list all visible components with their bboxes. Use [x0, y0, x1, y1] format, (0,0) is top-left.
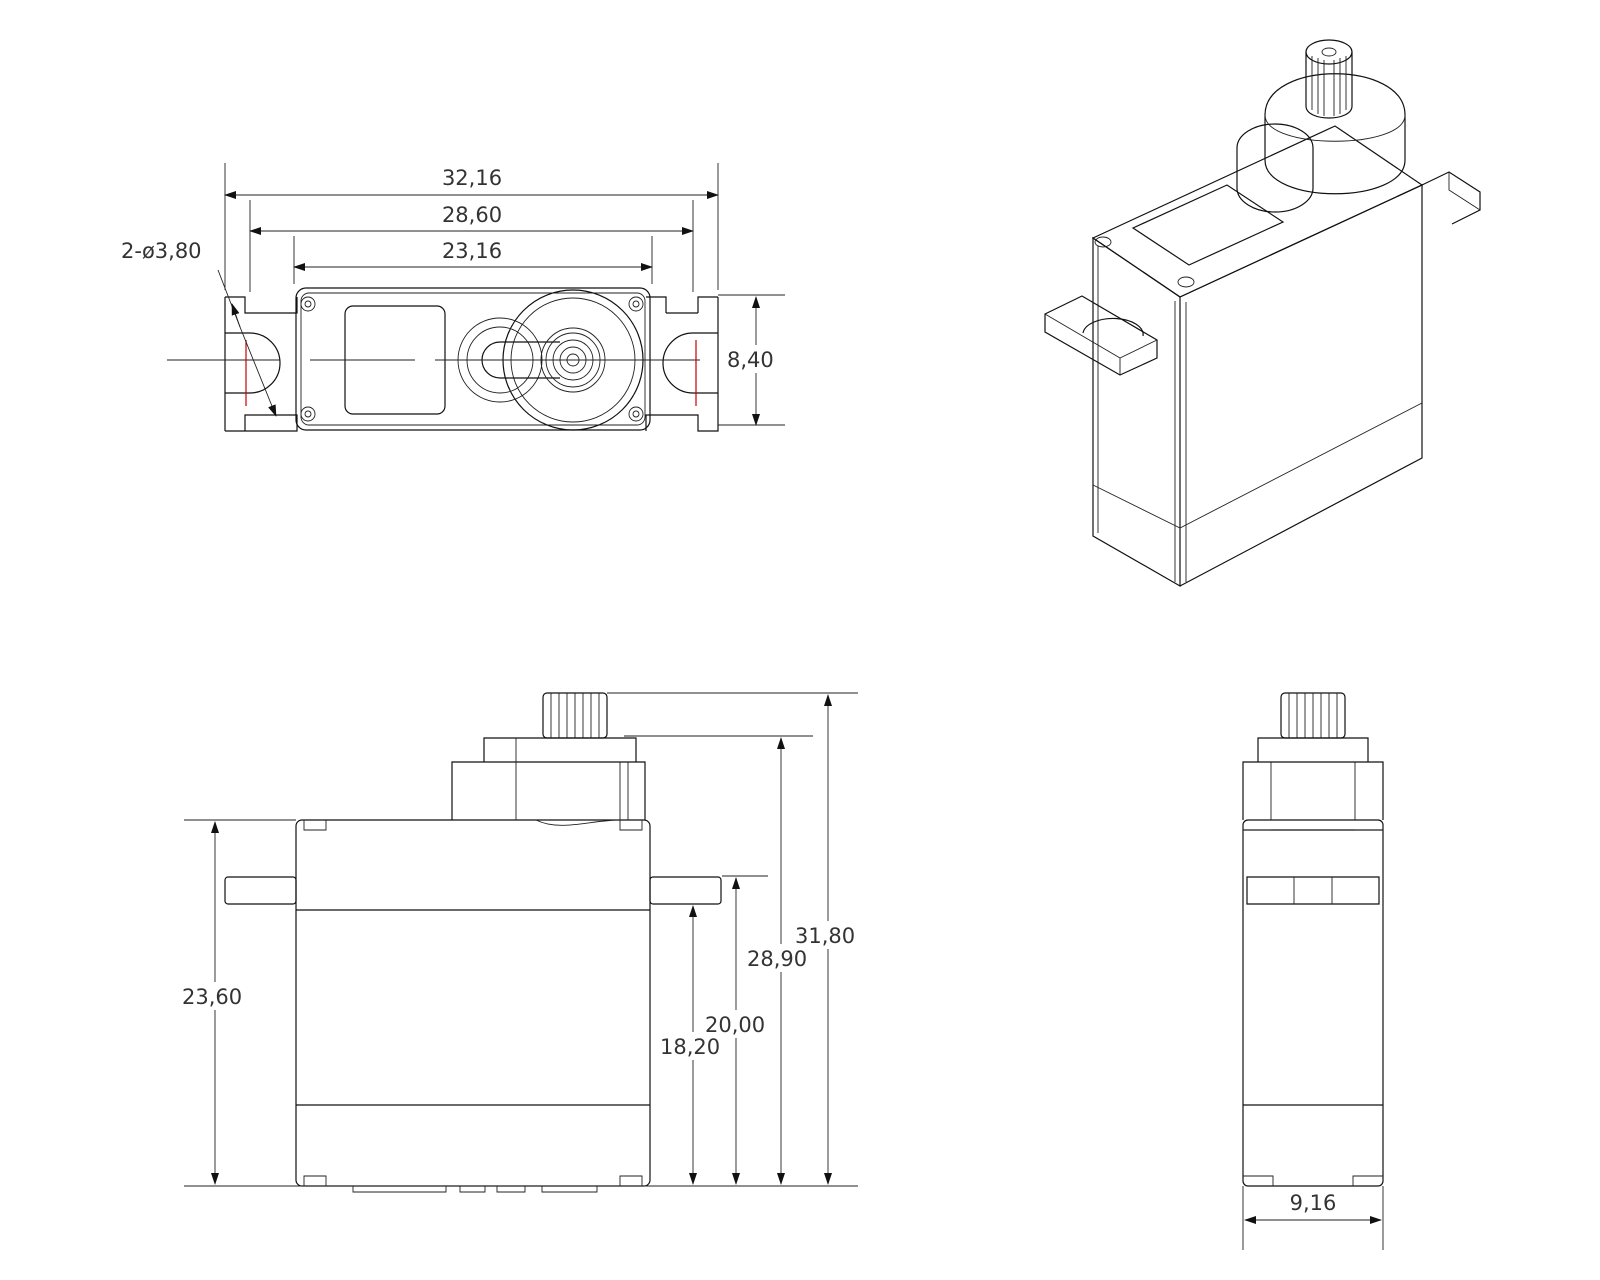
- dim-case-height: 28,90: [747, 947, 807, 971]
- dim-overall-width: 32,16: [442, 166, 502, 190]
- dim-depth: 8,40: [727, 348, 774, 372]
- dim-body-height: 23,60: [182, 985, 242, 1009]
- end-view: [1242, 692, 1384, 1250]
- dim-thickness: 9,16: [1290, 1191, 1337, 1215]
- dim-total-height: 31,80: [795, 924, 855, 948]
- dim-hole-diameter: 2-ø3,80: [121, 239, 202, 263]
- side-view: [184, 692, 858, 1193]
- dim-tab-top-height: 20,00: [705, 1013, 765, 1037]
- top-view: [167, 163, 785, 432]
- isometric-view: [1044, 39, 1481, 588]
- dim-hole-spacing: 28,60: [442, 203, 502, 227]
- dim-tab-bottom-height: 18,20: [660, 1035, 720, 1059]
- dim-body-width: 23,16: [442, 239, 502, 263]
